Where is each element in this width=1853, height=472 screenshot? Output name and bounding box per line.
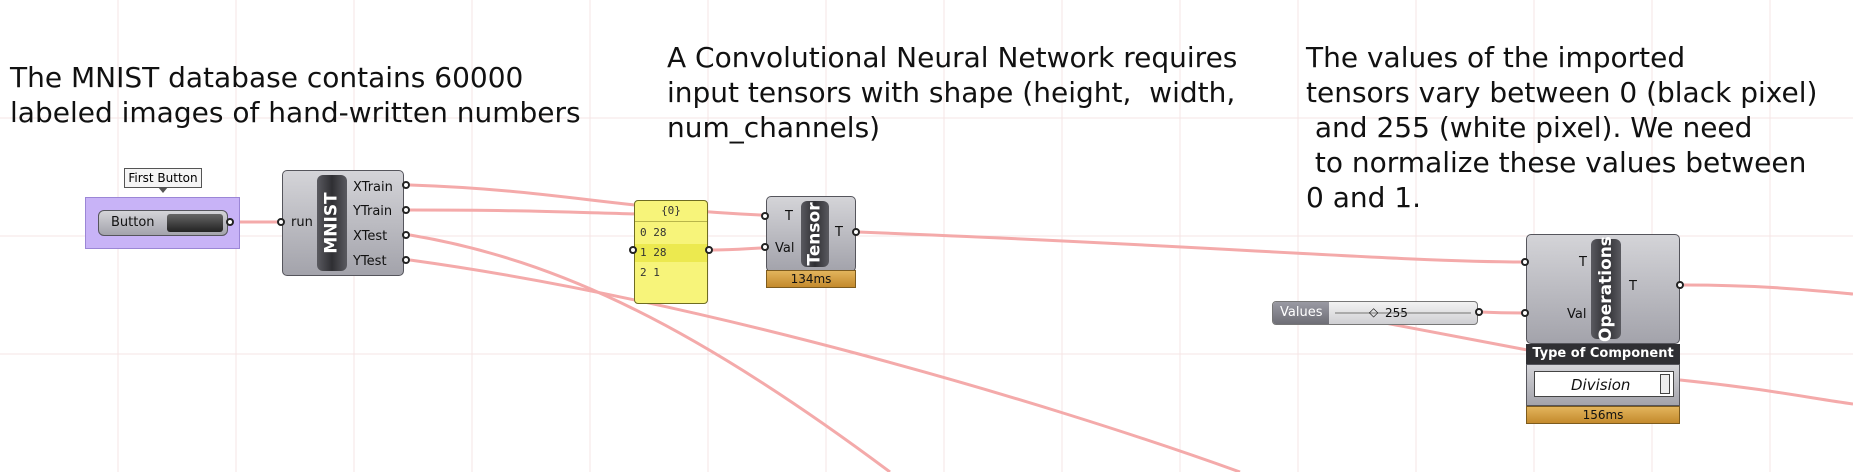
operations-component[interactable]: T Val Operations T — [1526, 234, 1680, 344]
operations-output-port[interactable] — [1676, 281, 1684, 289]
values-slider-label: Values — [1280, 305, 1323, 320]
panel-row: 0 28 — [640, 226, 667, 239]
button-tag-label: First Button — [128, 171, 198, 185]
type-dropdown-handle[interactable] — [1660, 374, 1670, 394]
operations-input-val: Val — [1567, 307, 1587, 322]
values-slider-output-port[interactable] — [1475, 308, 1483, 316]
mnist-nickname: MNIST — [317, 175, 347, 271]
tensor-input-t: T — [785, 209, 793, 224]
note-cnn: A Convolutional Neural Network requires … — [667, 41, 1238, 144]
operations-output-t: T — [1629, 279, 1637, 294]
mnist-ytest-port[interactable] — [402, 256, 410, 264]
panel-divider — [635, 221, 707, 222]
values-slider-label-box: Values — [1273, 302, 1329, 324]
tensor-output-t: T — [835, 225, 843, 240]
type-dropdown[interactable]: Division — [1534, 371, 1674, 397]
tensor-output-port[interactable] — [852, 228, 860, 236]
button-component[interactable]: Button — [98, 210, 228, 236]
panel-row: 2 1 — [640, 266, 660, 279]
mnist-output-ytest: YTest — [353, 254, 387, 269]
mnist-output-xtest: XTest — [353, 229, 388, 244]
button-output-port[interactable] — [226, 218, 234, 226]
tensor-timer: 134ms — [766, 270, 856, 288]
operations-nickname: Operations — [1591, 236, 1621, 342]
type-of-component-header: Type of Component — [1526, 344, 1680, 364]
button-tag-pointer — [158, 187, 168, 193]
operations-input-t: T — [1579, 255, 1587, 270]
tensor-t-port[interactable] — [761, 212, 769, 220]
panel-row: 1 28 — [635, 244, 707, 262]
mnist-output-xtrain: XTrain — [353, 180, 393, 195]
tensor-nickname: Tensor — [801, 201, 829, 267]
operations-t-port[interactable] — [1521, 258, 1529, 266]
mnist-input-run: run — [291, 215, 313, 230]
values-slider-value: 255 — [1385, 306, 1408, 320]
panel-header: {0} — [661, 204, 681, 217]
type-dropdown-value: Division — [1571, 376, 1631, 394]
note-values: The values of the imported tensors vary … — [1306, 41, 1818, 214]
mnist-input-port[interactable] — [277, 218, 285, 226]
button-tag: First Button — [124, 168, 202, 188]
mnist-ytrain-port[interactable] — [402, 206, 410, 214]
shape-panel[interactable]: {0} 0 28 1 28 2 1 — [634, 200, 708, 304]
values-slider[interactable]: Values ◇ 255 — [1272, 301, 1478, 325]
button-label: Button — [111, 215, 155, 230]
slider-grip-icon[interactable]: ◇ — [1369, 305, 1379, 319]
mnist-xtest-port[interactable] — [402, 231, 410, 239]
panel-output-port[interactable] — [705, 246, 713, 254]
operations-timer: 156ms — [1526, 406, 1680, 424]
mnist-output-ytrain: YTrain — [353, 204, 393, 219]
tensor-component[interactable]: T Val Tensor T — [766, 196, 856, 272]
tensor-input-val: Val — [775, 241, 795, 256]
operations-val-port[interactable] — [1521, 309, 1529, 317]
mnist-xtrain-port[interactable] — [402, 181, 410, 189]
tensor-val-port[interactable] — [761, 243, 769, 251]
slider-track[interactable] — [1335, 312, 1471, 314]
note-mnist: The MNIST database contains 60000 labele… — [10, 61, 581, 129]
panel-input-port[interactable] — [629, 246, 637, 254]
mnist-component[interactable]: run MNIST XTrain YTrain XTest YTest — [282, 170, 404, 276]
button-face[interactable] — [167, 214, 223, 232]
